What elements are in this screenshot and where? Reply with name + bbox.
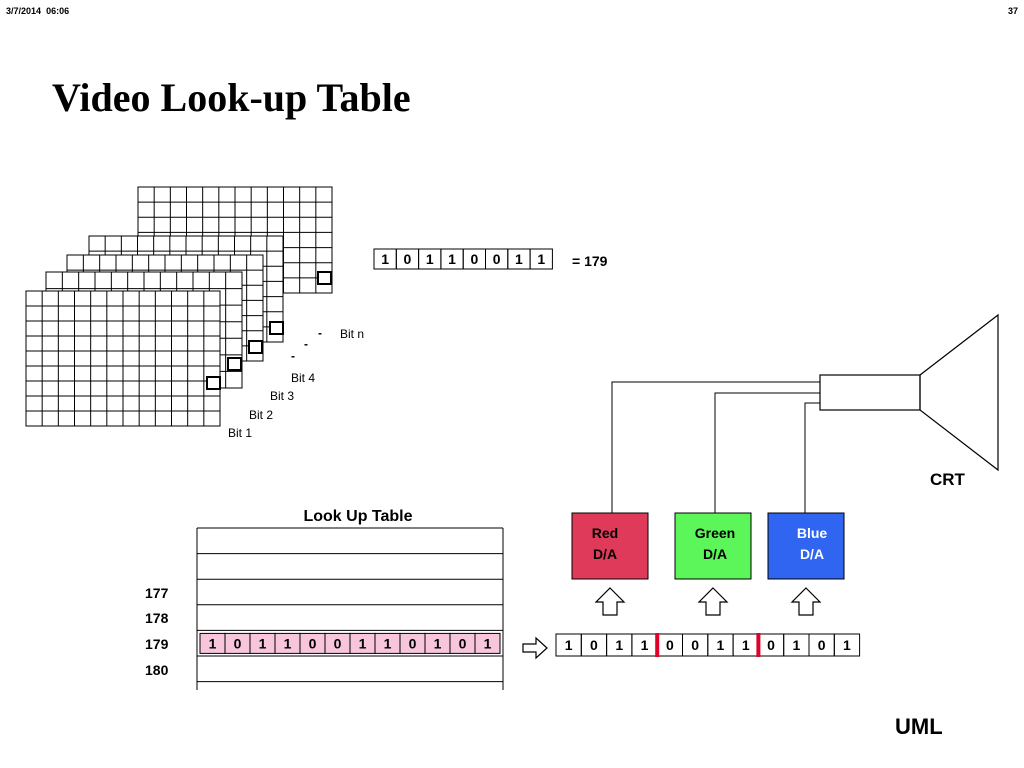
ellipsis-dot: - [304,337,308,351]
lookup-table: 1 0 1 1 0 0 1 1 0 1 0 1 [196,527,504,690]
pixel-marker [206,376,221,390]
bit-value: 0 [234,635,242,651]
bit-value: 0 [409,635,417,651]
red-da-label-line1: Red [592,525,618,541]
pixel-marker [248,340,263,354]
bit-value: 1 [381,251,389,267]
bit-3-label: Bit 3 [270,389,294,403]
lut-row-label: 178 [145,610,169,626]
header-time: 06:06 [46,6,70,16]
bit-value: 1 [209,635,217,651]
lut-row-label: 179 [145,636,169,652]
bit-value: 1 [565,637,573,653]
bit-value: 1 [426,251,434,267]
pixel-marker [317,271,332,285]
up-arrow-icon [594,587,626,616]
bit-plane-grid [25,290,221,427]
header-date: 3/7/2014 [6,6,42,16]
bit-value: 1 [843,637,851,653]
bit-4-label: Bit 4 [291,371,315,385]
lut-row-labels: 177 178 179 180 [145,585,169,678]
crt [819,313,999,472]
blue-da-label-line2: D/A [800,546,824,562]
bit-value: 0 [493,251,501,267]
output-bit-row: 1 0 1 1 0 0 1 1 0 1 0 1 [555,633,861,657]
green-da-box [674,512,752,580]
green-da-label-line1: Green [695,525,735,541]
bit-planes [25,186,333,427]
green-wire [714,392,820,513]
bit-value: 1 [484,635,492,651]
blue-da-box [767,512,845,580]
bit-value: 1 [515,251,523,267]
red-da-box [571,512,649,580]
red-wire [611,381,820,513]
blue-da-label-line1: Blue [797,525,828,541]
bit-1-label: Bit 1 [228,426,252,440]
pixel-marker [269,321,284,335]
header-datetime: 3/7/2014 06:06 [6,6,69,16]
bit-2-label: Bit 2 [249,408,273,422]
lut-entry-179: 1 0 1 1 0 0 1 1 0 1 0 1 [199,632,501,654]
converter-wires [611,381,820,513]
footer-label: UML [895,714,943,739]
red-da-converter: Red D/A [571,512,649,580]
up-arrows [594,587,822,616]
bit-value: 1 [537,251,545,267]
blue-da-converter: Blue D/A [767,512,845,580]
bit-value: 0 [767,637,775,653]
pixel-value-label: = 179 [572,253,608,269]
ellipsis-dot: - [318,326,322,340]
bit-value: 1 [792,637,800,653]
bit-value: 1 [284,635,292,651]
bit-n-label: Bit n [340,327,364,341]
lut-row-label: 177 [145,585,169,601]
page-number: 37 [1007,6,1018,16]
crt-label: CRT [930,470,966,489]
bit-value: 1 [434,635,442,651]
bit-cell [833,633,861,657]
plane-labels: Bit 1 Bit 2 Bit 3 Bit 4 Bit n - - - [228,326,364,440]
bit-value: 0 [470,251,478,267]
bit-value: 0 [309,635,317,651]
bit-value: 0 [818,637,826,653]
bit-value: 1 [259,635,267,651]
bit-value: 1 [615,637,623,653]
bit-value: 1 [448,251,456,267]
bit-cell [529,248,553,270]
bit-cell [474,632,501,654]
bit-value: 0 [334,635,342,651]
bit-value: 1 [384,635,392,651]
bit-value: 0 [459,635,467,651]
crt-neck [819,374,921,411]
lut-title: Look Up Table [303,508,412,525]
bit-value: 1 [717,637,725,653]
bit-value: 1 [742,637,750,653]
up-arrow-icon [790,587,822,616]
bit-value: 0 [404,251,412,267]
red-da-label-line2: D/A [593,546,617,562]
blue-wire [804,402,820,513]
right-arrow-icon [522,636,548,660]
bit-value: 0 [691,637,699,653]
ellipsis-dot: - [291,349,295,363]
bit-value: 0 [666,637,674,653]
bit-value: 0 [590,637,598,653]
bit-value: 1 [359,635,367,651]
up-arrow-icon [697,587,729,616]
page-title: Video Look-up Table [52,75,411,120]
pixel-marker [227,357,242,371]
green-da-converter: Green D/A [674,512,752,580]
crt-screen [919,313,999,472]
green-da-label-line2: D/A [703,546,727,562]
bit-value: 1 [641,637,649,653]
lut-row-label: 180 [145,662,169,678]
